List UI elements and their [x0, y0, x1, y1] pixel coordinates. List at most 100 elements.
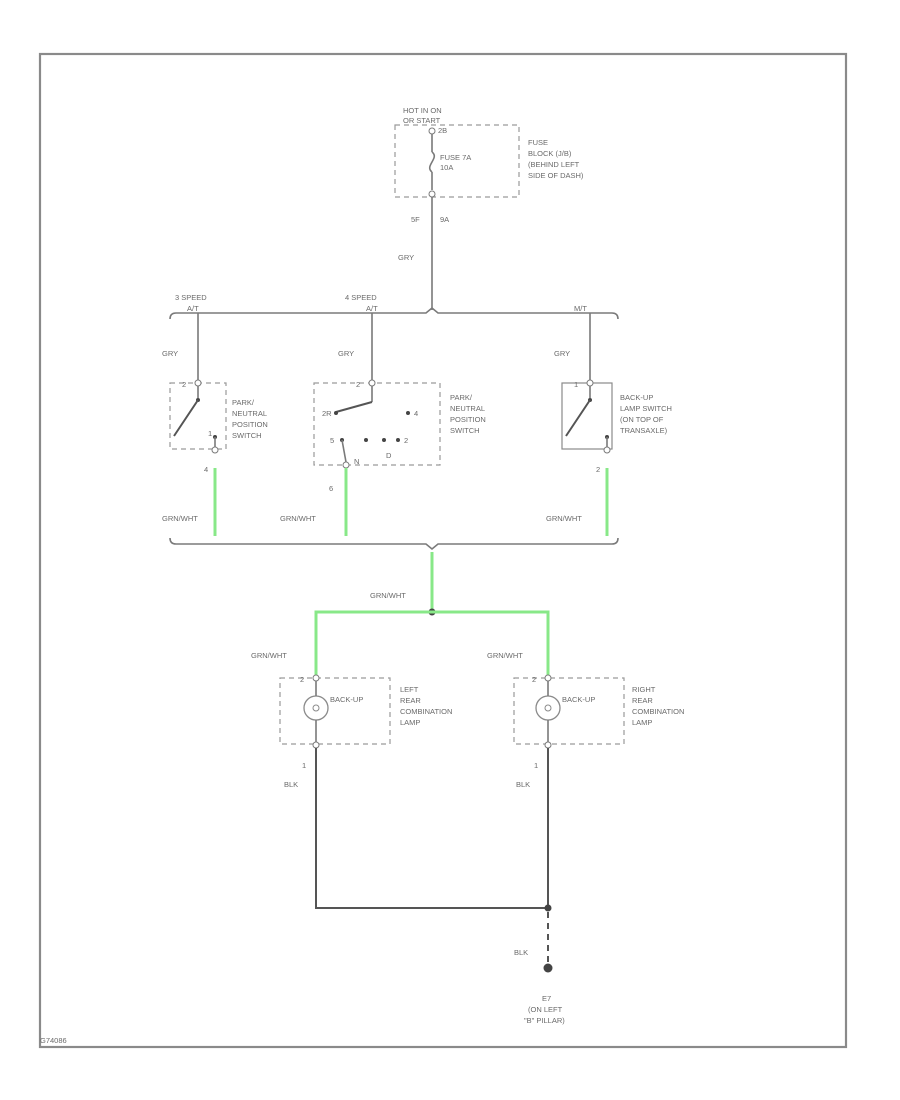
- switch2-pos-d: D: [386, 451, 392, 460]
- wire-gry-branch3-label: GRY: [554, 349, 570, 358]
- switch2-label-line2: NEUTRAL: [450, 404, 485, 413]
- switch3-out-pin: 2: [596, 465, 600, 474]
- switch2-pin-2: 2: [404, 436, 408, 445]
- wire-gry-branch2-label: GRY: [338, 349, 354, 358]
- switch3-label-line2: LAMP SWITCH: [620, 404, 672, 413]
- wire-grnwht-lamps: [314, 610, 550, 676]
- switch2-outline: [313, 382, 441, 466]
- ground-icon: [543, 963, 553, 973]
- fuse-element-icon: [428, 151, 436, 173]
- branch3-header: M/T: [574, 304, 587, 313]
- lamp-left-location-line1: LEFT: [400, 685, 419, 694]
- lamp-right-pin-bottom: 1: [534, 761, 538, 770]
- lamp-right-outline: [513, 677, 625, 745]
- right-rear-combination-lamp: 2 BACK-UP RIGHT REAR COMBINATION LAMP 1: [513, 674, 684, 770]
- switch3-outline: [561, 382, 613, 450]
- wire-grnwht-common-label: GRN/WHT: [370, 591, 406, 600]
- fuse-block: HOT IN ON OR START 2B FUSE 7A 10A FUSE B…: [394, 106, 584, 224]
- branch1-header-line2: A/T: [187, 304, 199, 313]
- wire-blk-left: [315, 748, 548, 909]
- branch2-header-line2: A/T: [366, 304, 378, 313]
- switch2-pin-top: 2: [356, 380, 360, 389]
- switch3-pin-top: 1: [574, 380, 578, 389]
- switch1-label-line3: POSITION: [232, 420, 268, 429]
- switch1-terminal-bottom: [211, 446, 219, 454]
- switch2-wiper-icon: [335, 401, 373, 413]
- switch2-pos-n: N: [354, 457, 359, 466]
- ground-id: E7: [542, 994, 551, 1003]
- switch2-pin-2r: 2R: [322, 409, 332, 418]
- wire-blk-ground-label: BLK: [514, 948, 528, 957]
- lamp-right-location-line3: COMBINATION: [632, 707, 684, 716]
- ground-location-line1: (ON LEFT: [528, 1005, 563, 1014]
- ground-point: E7 (ON LEFT "B" PILLAR): [524, 963, 565, 1025]
- variant-brace-bottom: [169, 537, 619, 551]
- lamp-right-location-line1: RIGHT: [632, 685, 656, 694]
- fuse-location-line2: BLOCK (J/B): [528, 149, 572, 158]
- fuse-block-outline: [394, 124, 520, 198]
- lamp-left-name: BACK-UP: [330, 695, 363, 704]
- switch3-contact-icon: [565, 399, 591, 437]
- fuse-pin-bottom-right: 9A: [440, 215, 449, 224]
- lamp-left-bulb-icon: [303, 695, 329, 721]
- wire-grnwht-left-label: GRN/WHT: [251, 651, 287, 660]
- fuse-pin-top: 2B: [438, 126, 447, 135]
- wire-blk-right-label: BLK: [516, 780, 530, 789]
- switch2-terminal-top: [368, 379, 376, 387]
- left-rear-combination-lamp: 2 BACK-UP LEFT REAR COMBINATION LAMP 1: [279, 674, 452, 770]
- lamp-right-terminal-top: [544, 674, 552, 682]
- switch2-pin-5: 5: [330, 436, 334, 445]
- switch2-terminal-bottom: [342, 461, 350, 469]
- figure-id: G74086: [40, 1036, 67, 1045]
- switch3-terminal-top: [586, 379, 594, 387]
- switch1-pin-bottom: 1: [208, 429, 212, 438]
- fuse-location-line4: SIDE OF DASH): [528, 171, 584, 180]
- lamp-left-outline: [279, 677, 391, 745]
- lamp-right-pin-top: 2: [532, 675, 536, 684]
- wire-gry-main-label: GRY: [398, 253, 414, 262]
- branch1-header-line1: 3 SPEED: [175, 293, 207, 302]
- back-up-lamp-switch: 1 BACK-UP LAMP SWITCH (ON TOP OF TRANSAX…: [561, 379, 672, 474]
- park-neutral-switch-3speed: 2 1 PARK/ NEUTRAL POSITION SWITCH 4: [169, 379, 268, 474]
- wire-gry-branch1-label: GRY: [162, 349, 178, 358]
- switch1-pin-top: 2: [182, 380, 186, 389]
- lamp-left-terminal-top: [312, 674, 320, 682]
- wire-grnwht-switch1-label: GRN/WHT: [162, 514, 198, 523]
- switch1-label-line2: NEUTRAL: [232, 409, 267, 418]
- switch1-label-line1: PARK/: [232, 398, 255, 407]
- lamp-left-pin-top: 2: [300, 675, 304, 684]
- switch3-label-line1: BACK-UP: [620, 393, 653, 402]
- lamp-right-name: BACK-UP: [562, 695, 595, 704]
- switch1-terminal-top: [194, 379, 202, 387]
- switch1-out-pin: 4: [204, 465, 208, 474]
- lamp-left-terminal-bottom: [312, 741, 320, 749]
- fuse-pin-bottom-left: 5F: [411, 215, 420, 224]
- lamp-left-location-line4: LAMP: [400, 718, 420, 727]
- switch3-terminal-bottom: [603, 446, 611, 454]
- switch2-pin-4: 4: [414, 409, 418, 418]
- fuse-location-line1: FUSE: [528, 138, 548, 147]
- fuse-terminal-bottom: [428, 190, 436, 198]
- switch3-label-line4: TRANSAXLE): [620, 426, 668, 435]
- wire-blk-left-label: BLK: [284, 780, 298, 789]
- hot-label-line2: OR START: [403, 116, 441, 125]
- splice-blk: [544, 904, 552, 912]
- lamp-right-location-line2: REAR: [632, 696, 653, 705]
- switch3-label-line3: (ON TOP OF: [620, 415, 664, 424]
- wire-grnwht-switch3-label: GRN/WHT: [546, 514, 582, 523]
- switch2-label-line3: POSITION: [450, 415, 486, 424]
- lamp-left-pin-bottom: 1: [302, 761, 306, 770]
- lamp-right-location-line4: LAMP: [632, 718, 652, 727]
- fuse-location-line3: (BEHIND LEFT: [528, 160, 580, 169]
- fuse-name-line2: 10A: [440, 163, 453, 172]
- branch2-header-line1: 4 SPEED: [345, 293, 377, 302]
- lamp-right-terminal-bottom: [544, 741, 552, 749]
- wire-grnwht-switch2-label: GRN/WHT: [280, 514, 316, 523]
- lamp-right-bulb-icon: [535, 695, 561, 721]
- variant-brace-top: [169, 306, 619, 320]
- park-neutral-switch-4speed: 2 2R 4 5 2 D N PARK/ NEUTRAL POSITION SW…: [313, 379, 486, 493]
- fuse-name-line1: FUSE 7A: [440, 153, 471, 162]
- ground-location-line2: "B" PILLAR): [524, 1016, 565, 1025]
- lamp-left-location-line2: REAR: [400, 696, 421, 705]
